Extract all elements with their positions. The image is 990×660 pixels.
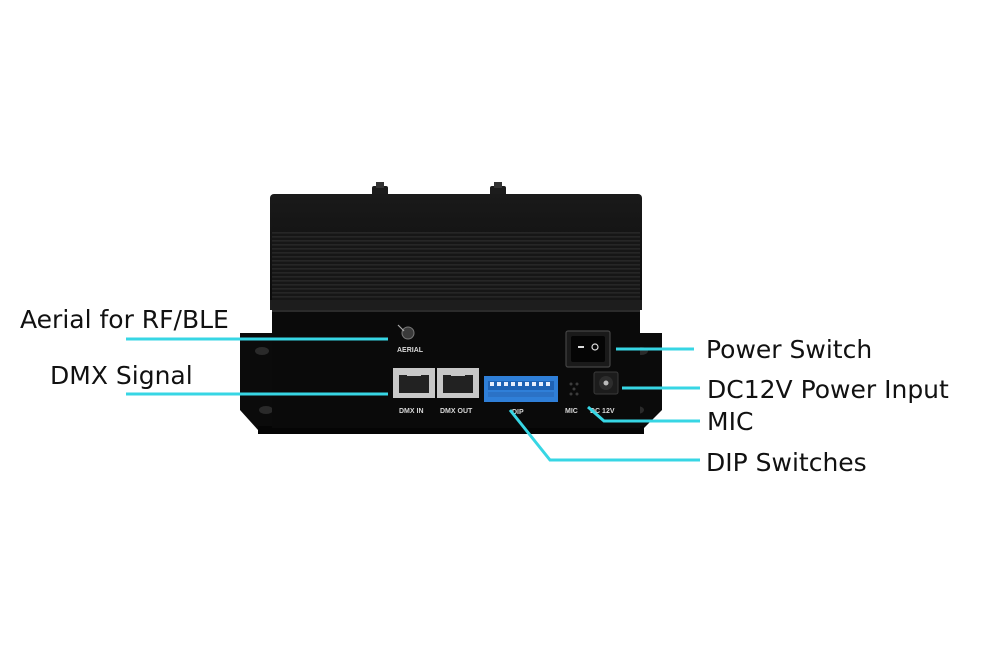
antenna-knob-right bbox=[490, 182, 506, 196]
antenna-knob-left bbox=[372, 182, 388, 196]
dip-switches-callout-label: DIP Switches bbox=[706, 448, 867, 477]
dmx-in-port[interactable] bbox=[393, 368, 435, 398]
power-switch-callout-label: Power Switch bbox=[706, 335, 872, 364]
mic-leader-line bbox=[587, 405, 700, 423]
mic-holes bbox=[569, 382, 579, 396]
dip-switch-block[interactable] bbox=[484, 376, 558, 402]
dc12v-panel-label: DC 12V bbox=[590, 408, 615, 415]
dmx-signal-callout-label: DMX Signal bbox=[50, 361, 193, 390]
dmx-out-panel-label: DMX OUT bbox=[440, 408, 473, 415]
heatsink-housing bbox=[270, 194, 642, 310]
aerial-panel-label: AERIAL bbox=[397, 347, 424, 354]
dmx-in-panel-label: DMX IN bbox=[399, 408, 424, 415]
aerial-connector bbox=[397, 324, 415, 340]
dc-power-jack[interactable] bbox=[593, 371, 619, 395]
power-rocker-switch[interactable] bbox=[565, 330, 611, 368]
dmx-out-port[interactable] bbox=[437, 368, 479, 398]
mic-callout-label: MIC bbox=[707, 407, 753, 436]
dip-leader-line bbox=[508, 409, 700, 462]
aerial-callout-label: Aerial for RF/BLE bbox=[20, 305, 229, 334]
power-input-callout-label: DC12V Power Input bbox=[707, 375, 949, 404]
mic-panel-label: MIC bbox=[565, 408, 578, 415]
dip-panel-label: DIP bbox=[512, 409, 524, 416]
mounting-hole-left bbox=[255, 347, 273, 414]
